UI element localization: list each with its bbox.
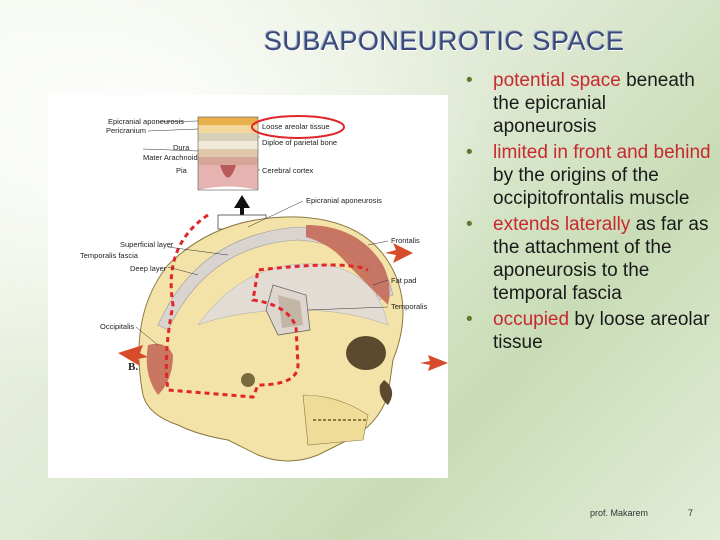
subaponeurotic-space-outline [164,213,369,399]
label-mater-arachnoid: Mater Arachnoid [143,153,198,162]
label-cerebral-cortex: Cerebral cortex [262,166,314,175]
label-diploe: Diploe of parietal bone [262,138,337,147]
bullet-item: • occupied by loose areolar tissue [464,308,714,354]
bullet-highlight: extends laterally [493,214,631,235]
red-arrow-icon [385,243,413,263]
label-temporalis: Temporalis [391,302,428,311]
bullet-dot-icon: • [466,214,473,235]
anatomy-figure: Epicranial aponeurosis Pericranium Loose… [48,95,448,478]
label-pia: Pia [176,166,188,175]
bullet-dot-icon: • [466,309,473,330]
label-epicranial-aponeurosis-top: Epicranial aponeurosis [108,117,184,126]
label-superficial-layer: Superficial layer [120,240,174,249]
label-occipitalis: Occipitalis [100,322,134,331]
skull-drawing [138,216,404,462]
up-arrow-icon [234,195,250,223]
bullet-list: • potential space beneath the epicranial… [464,69,714,357]
label-fat-pad: Fat pad [391,276,416,285]
bullet-highlight: potential space [493,70,621,91]
label-deep-layer: Deep layer [130,264,167,273]
bullet-highlight: occupied [493,309,570,330]
red-arrow-icon [118,345,148,366]
bullet-text: as far as the attachment of the aponeuro… [493,214,709,304]
bullet-dot-icon: • [466,70,473,91]
page-number: 7 [688,508,694,518]
scalp-skull-illustration: Epicranial aponeurosis Pericranium Loose… [80,115,448,462]
bullet-text: by the origins of the occipitofrontalis … [493,165,690,209]
red-arrow-icon [420,355,448,371]
label-frontalis: Frontalis [391,236,420,245]
bullet-highlight: limited in front and behind [493,142,711,163]
bullet-text: beneath the epicranial aponeurosis [493,70,695,137]
label-loose-areolar-tissue: Loose areolar tissue [262,122,330,131]
label-epicranial-aponeurosis: Epicranial aponeurosis [306,196,382,205]
loose-areolar-highlight [251,115,345,139]
panel-label: B. [128,361,138,373]
bullet-item: • extends laterally as far as the attach… [464,213,714,305]
label-dura: Dura [173,143,190,152]
footer-author: prof. Makarem [590,508,649,518]
label-pericranium: Pericranium [106,126,146,135]
bullet-dot-icon: • [466,142,473,163]
bullet-item: • limited in front and behind by the ori… [464,141,714,210]
slide-title: SUBAPONEUROTIC SPACE [264,26,625,56]
label-temporalis-fascia: Temporalis fascia [80,251,139,260]
bullet-text: by loose areolar tissue [493,309,710,353]
scalp-layers-block [197,116,259,191]
bullet-item: • potential space beneath the epicranial… [464,69,714,138]
